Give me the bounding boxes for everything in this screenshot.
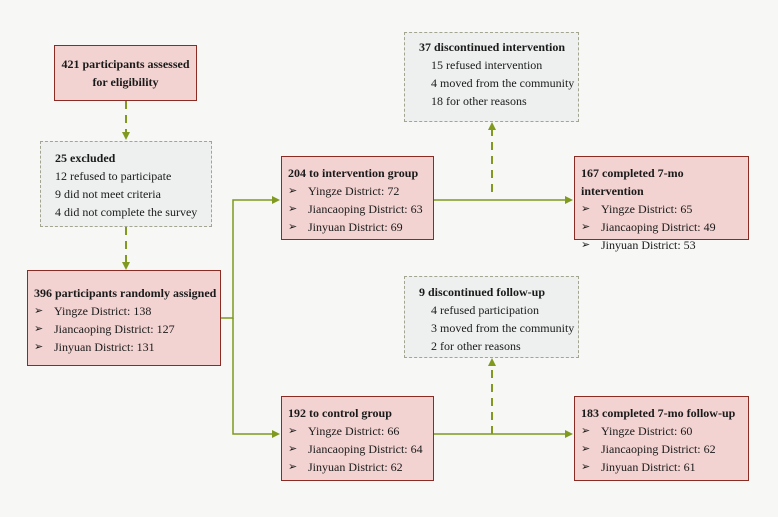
district-count: Yingze District: 72 — [308, 184, 400, 198]
list-item: ➢ Jiancaoping District: 62 — [581, 440, 748, 458]
arrowhead-bullet-icon: ➢ — [288, 221, 298, 233]
randomized-box: 396 participants randomly assigned ➢ Ying… — [27, 270, 221, 366]
eligibility-box: 421 participants assessed for eligibilit… — [54, 45, 197, 101]
reason-line: 15 refused intervention — [431, 58, 543, 72]
district-count: Jinyuan District: 61 — [601, 460, 696, 474]
list-item: ➢ Jinyuan District: 53 — [581, 236, 748, 254]
district-count: Jiancaoping District: 63 — [308, 202, 423, 216]
discontinued-intervention-box: 37 discontinued intervention 15 refused … — [404, 32, 579, 122]
arrowhead-bullet-icon: ➢ — [288, 443, 298, 455]
district-count: Jiancaoping District: 64 — [308, 442, 423, 456]
arrowhead-bullet-icon: ➢ — [581, 203, 591, 215]
list-item: ➢ Yingze District: 60 — [581, 422, 748, 440]
excluded-line: 9 did not meet criteria — [55, 187, 161, 201]
list-item: ➢ Yingze District: 138 — [34, 302, 220, 320]
arrowhead-bullet-icon: ➢ — [581, 461, 591, 473]
arrowhead-bullet-icon: ➢ — [581, 221, 591, 233]
list-item: ➢ Jinyuan District: 61 — [581, 458, 748, 476]
reason-line: 4 moved from the community — [431, 76, 575, 90]
list-item: ➢ Jiancaoping District: 49 — [581, 218, 748, 236]
arrowhead-bullet-icon: ➢ — [288, 185, 298, 197]
eligibility-title-line2: for eligibility — [92, 75, 159, 89]
excluded-title: 25 excluded — [55, 151, 116, 165]
district-count: Jinyuan District: 53 — [601, 238, 696, 252]
district-count: Yingze District: 65 — [601, 202, 693, 216]
arrowhead-bullet-icon: ➢ — [581, 443, 591, 455]
arrowhead-bullet-icon: ➢ — [581, 425, 591, 437]
reason-line: 18 for other reasons — [431, 94, 527, 108]
control-group-box: 192 to control group ➢ Yingze District: 6… — [281, 396, 434, 481]
discontinued-followup-title: 9 discontinued follow-up — [419, 285, 546, 299]
list-item: ➢ Jinyuan District: 131 — [34, 338, 220, 356]
list-item: ➢ Jiancaoping District: 63 — [288, 200, 433, 218]
arrowhead-bullet-icon: ➢ — [34, 305, 44, 317]
list-item: ➢ Jiancaoping District: 127 — [34, 320, 220, 338]
intervention-group-title: 204 to intervention group — [288, 166, 419, 180]
split-line-lower — [232, 318, 280, 438]
control-group-title: 192 to control group — [288, 406, 392, 420]
district-count: Jiancaoping District: 62 — [601, 442, 716, 456]
list-item: ➢ Jiancaoping District: 64 — [288, 440, 433, 458]
list-item: ➢ Jinyuan District: 62 — [288, 458, 433, 476]
arrowhead-bullet-icon: ➢ — [288, 425, 298, 437]
discontinued-intervention-title: 37 discontinued intervention — [419, 40, 566, 54]
arrowhead-bullet-icon: ➢ — [34, 323, 44, 335]
discontinued-followup-box: 9 discontinued follow-up 4 refused parti… — [404, 276, 579, 358]
reason-line: 2 for other reasons — [431, 339, 521, 353]
excluded-line: 4 did not complete the survey — [55, 205, 198, 219]
district-count: Jinyuan District: 69 — [308, 220, 403, 234]
completed-intervention-box: 167 completed 7-mo intervention ➢ Yingze … — [574, 156, 749, 252]
completed-followup-box: 183 completed 7-mo follow-up ➢ Yingze Dis… — [574, 396, 749, 481]
list-item: ➢ Yingze District: 66 — [288, 422, 433, 440]
completed-intervention-title: 167 completed 7-mo intervention — [581, 166, 684, 198]
district-count: Jiancaoping District: 127 — [54, 322, 175, 336]
list-item: ➢ Yingze District: 65 — [581, 200, 748, 218]
arrowhead-bullet-icon: ➢ — [288, 203, 298, 215]
excluded-line: 12 refused to participate — [55, 169, 172, 183]
list-item: ➢ Jinyuan District: 69 — [288, 218, 433, 236]
completed-followup-title: 183 completed 7-mo follow-up — [581, 406, 736, 420]
split-line — [220, 196, 280, 319]
district-count: Jiancaoping District: 49 — [601, 220, 716, 234]
intervention-group-box: 204 to intervention group ➢ Yingze Distri… — [281, 156, 434, 240]
eligibility-title-line1: 421 participants assessed — [61, 57, 190, 71]
excluded-box: 25 excluded 12 refused to participate 9 … — [40, 141, 212, 227]
district-count: Jinyuan District: 62 — [308, 460, 403, 474]
district-count: Jinyuan District: 131 — [54, 340, 155, 354]
arrowhead-bullet-icon: ➢ — [288, 461, 298, 473]
randomized-title: 396 participants randomly assigned — [34, 286, 217, 300]
arrowhead-bullet-icon: ➢ — [34, 341, 44, 353]
list-item: ➢ Yingze District: 72 — [288, 182, 433, 200]
district-count: Yingze District: 138 — [54, 304, 152, 318]
district-count: Yingze District: 66 — [308, 424, 400, 438]
reason-line: 3 moved from the community — [431, 321, 575, 335]
district-count: Yingze District: 60 — [601, 424, 693, 438]
arrowhead-bullet-icon: ➢ — [581, 239, 591, 251]
reason-line: 4 refused participation — [431, 303, 539, 317]
